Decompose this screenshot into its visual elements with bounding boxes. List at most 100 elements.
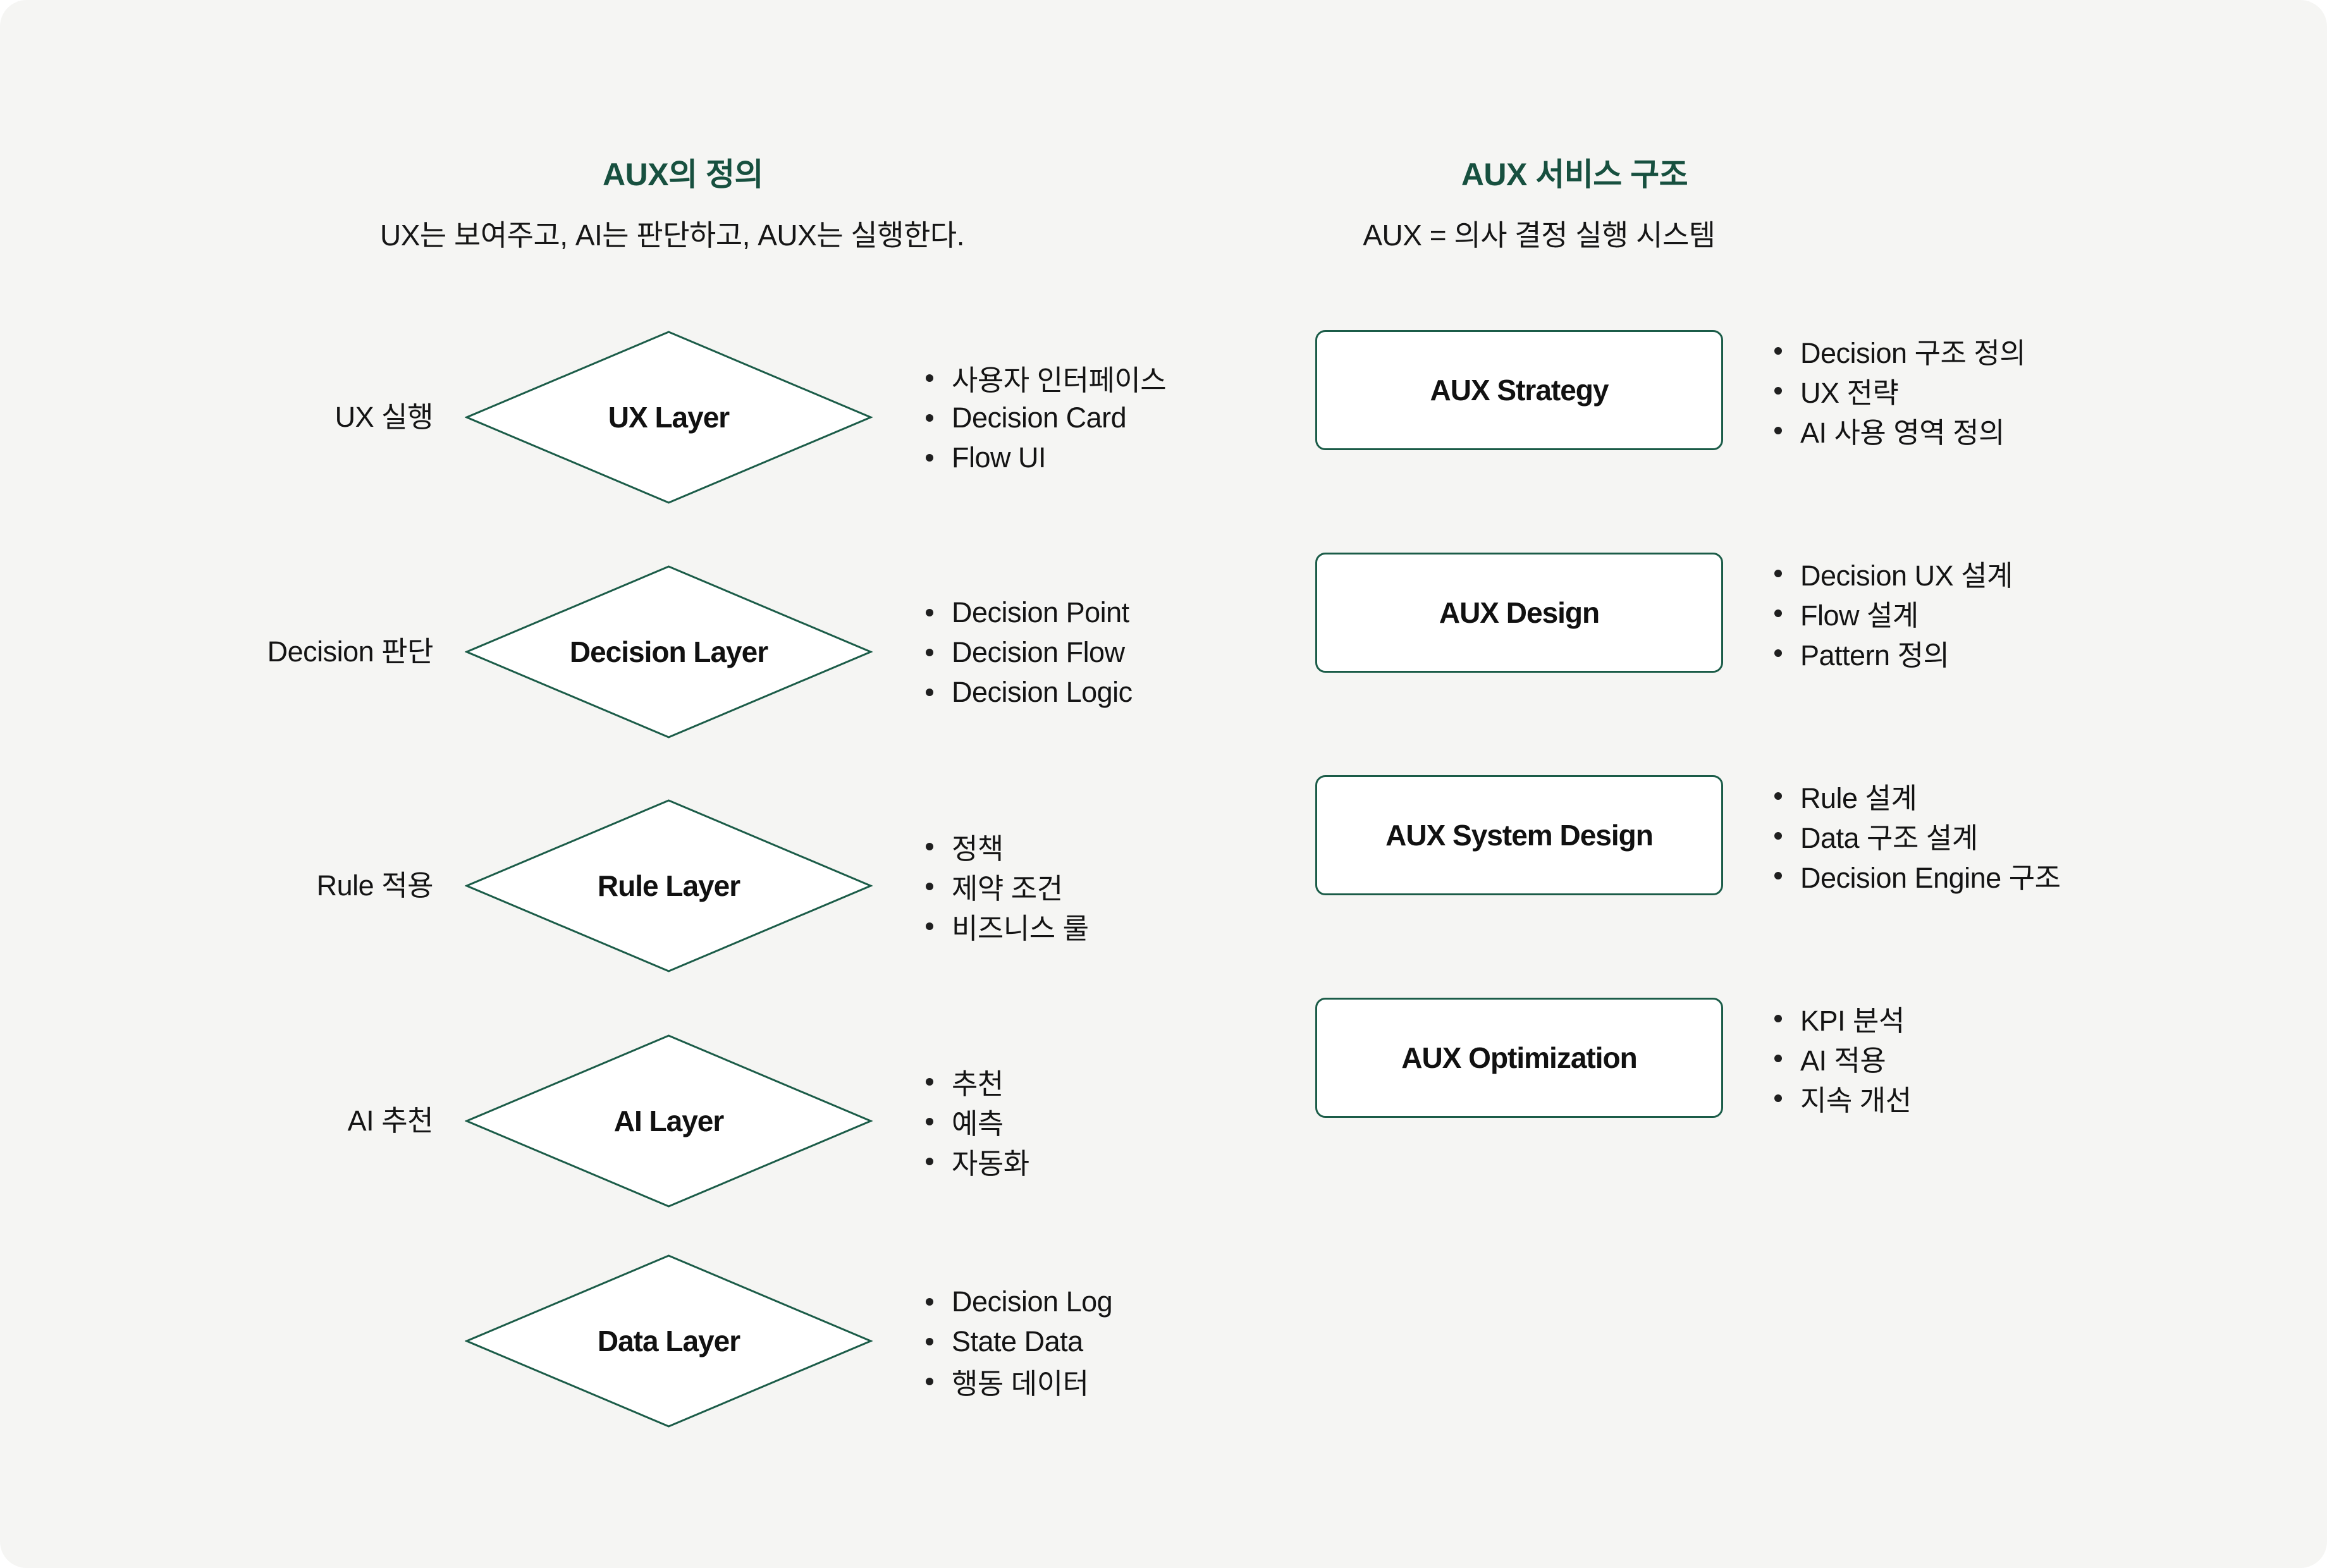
bullet-text: Decision Card bbox=[952, 401, 1127, 434]
stage-box-aux-optimization: AUX Optimization bbox=[1315, 998, 1723, 1118]
list-item: Decision Card bbox=[926, 398, 1166, 438]
bullet-dot-icon bbox=[1774, 792, 1782, 800]
bullet-dot-icon bbox=[1774, 426, 1782, 434]
bullet-text: Decision Logic bbox=[952, 675, 1133, 708]
bullet-text: State Data bbox=[952, 1325, 1083, 1357]
bullet-text: Data 구조 설계 bbox=[1800, 822, 1978, 854]
stage-box-aux-design: AUX Design bbox=[1315, 553, 1723, 673]
bullet-text: Pattern 정의 bbox=[1800, 639, 1949, 671]
list-item: 제약 조건 bbox=[926, 866, 1089, 906]
list-item: Rule 설계 bbox=[1774, 776, 2061, 816]
bullet-text: 자동화 bbox=[952, 1148, 1029, 1180]
bullet-dot-icon bbox=[926, 922, 933, 930]
bullet-dot-icon bbox=[1774, 346, 1782, 355]
bullet-dot-icon bbox=[926, 1157, 933, 1165]
list-item: 자동화 bbox=[926, 1141, 1029, 1181]
stage-box-aux-system-design: AUX System Design bbox=[1315, 775, 1723, 895]
diamond-label: Data Layer bbox=[597, 1325, 740, 1357]
bullet-text: 정책 bbox=[952, 833, 1004, 865]
list-item: AI 사용 영역 정의 bbox=[1774, 410, 2025, 450]
bullet-dot-icon bbox=[926, 413, 933, 422]
diamond-rule-layer: Rule Layer bbox=[465, 799, 873, 973]
list-item: Decision UX 설계 bbox=[1774, 553, 2013, 593]
bullet-dot-icon bbox=[926, 453, 933, 462]
bullet-dot-icon bbox=[926, 882, 933, 890]
bullet-dot-icon bbox=[926, 374, 933, 382]
list-item: Data 구조 설계 bbox=[1774, 816, 2061, 855]
diamond-shape bbox=[465, 565, 873, 738]
right-section-subtitle: AUX = 의사 결정 실행 시스템 bbox=[1363, 219, 1716, 252]
stage-label: AUX System Design bbox=[1385, 819, 1654, 852]
list-item: Decision Log bbox=[926, 1282, 1113, 1321]
list-item: 지속 개선 bbox=[1774, 1078, 1912, 1118]
diamond-shape bbox=[465, 799, 873, 972]
diamond-label: Rule Layer bbox=[597, 869, 740, 902]
bullet-dot-icon bbox=[1774, 1094, 1782, 1102]
bullet-text: KPI 분석 bbox=[1800, 1005, 1905, 1037]
bullet-list-ux: 사용자 인터페이스 Decision Card Flow UI bbox=[926, 358, 1167, 477]
bullet-dot-icon bbox=[926, 1117, 933, 1125]
list-item: KPI 분석 bbox=[1774, 998, 1912, 1038]
list-item: State Data bbox=[926, 1321, 1112, 1361]
list-item: AI 적용 bbox=[1774, 1038, 1912, 1078]
list-item: 행동 데이터 bbox=[926, 1361, 1112, 1401]
bullet-text: UX 전략 bbox=[1800, 377, 1899, 409]
bullet-list-ai: 추천 예측 자동화 bbox=[926, 1062, 1029, 1181]
left-section-title: AUX의 정의 bbox=[603, 157, 763, 192]
bullet-dot-icon bbox=[926, 608, 933, 616]
bullet-text: 사용자 인터페이스 bbox=[952, 364, 1167, 396]
list-item: Flow 설계 bbox=[1774, 593, 2013, 633]
list-item: 비즈니스 룰 bbox=[926, 906, 1089, 946]
list-item: Decision 구조 정의 bbox=[1774, 331, 2026, 371]
list-item: Decision Flow bbox=[926, 632, 1133, 672]
bullet-text: 비즈니스 룰 bbox=[952, 912, 1089, 945]
bullet-dot-icon bbox=[926, 648, 933, 656]
list-item: 추천 bbox=[926, 1062, 1029, 1101]
bullet-text: Rule 설계 bbox=[1800, 782, 1917, 814]
diamond-shape bbox=[465, 1034, 873, 1208]
stage-label: AUX Optimization bbox=[1401, 1041, 1637, 1074]
bullet-list-rule: 정책 제약 조건 비즈니스 룰 bbox=[926, 826, 1089, 946]
bullet-text: Decision Engine 구조 bbox=[1800, 862, 2061, 894]
bullet-list-aux-system-design: Rule 설계 Data 구조 설계 Decision Engine 구조 bbox=[1774, 776, 2061, 895]
bullet-dot-icon bbox=[926, 688, 933, 696]
bullet-text: 행동 데이터 bbox=[952, 1368, 1089, 1400]
bullet-text: Flow UI bbox=[952, 441, 1047, 474]
bullet-list-aux-optimization: KPI 분석 AI 적용 지속 개선 bbox=[1774, 998, 1912, 1118]
side-label-ai: AI 추천 bbox=[347, 1105, 434, 1137]
list-item: Pattern 정의 bbox=[1774, 633, 2013, 673]
diamond-label: AI Layer bbox=[613, 1105, 725, 1137]
list-item: 정책 bbox=[926, 826, 1089, 866]
bullet-text: Decision UX 설계 bbox=[1800, 560, 2013, 592]
list-item: 예측 bbox=[926, 1101, 1029, 1141]
list-item: Decision Logic bbox=[926, 672, 1133, 712]
side-label-ux: UX 실행 bbox=[335, 401, 434, 433]
list-item: Flow UI bbox=[926, 438, 1166, 477]
list-item: UX 전략 bbox=[1774, 371, 2025, 410]
bullet-text: Decision Flow bbox=[952, 635, 1125, 668]
bullet-text: 제약 조건 bbox=[952, 873, 1063, 905]
bullet-dot-icon bbox=[926, 842, 933, 850]
list-item: 사용자 인터페이스 bbox=[926, 358, 1167, 398]
bullet-list-aux-strategy: Decision 구조 정의 UX 전략 AI 사용 영역 정의 bbox=[1774, 331, 2026, 450]
bullet-text: Flow 설계 bbox=[1800, 599, 1919, 632]
bullet-text: 지속 개선 bbox=[1800, 1084, 1912, 1117]
bullet-text: 예측 bbox=[952, 1108, 1004, 1140]
bullet-dot-icon bbox=[926, 1077, 933, 1086]
stage-box-aux-strategy: AUX Strategy bbox=[1315, 330, 1723, 450]
side-label-rule: Rule 적용 bbox=[316, 869, 434, 902]
list-item: Decision Point bbox=[926, 592, 1133, 632]
diamond-shape bbox=[465, 331, 873, 504]
diamond-decision-layer: Decision Layer bbox=[465, 565, 873, 739]
left-section-subtitle: UX는 보여주고, AI는 판단하고, AUX는 실행한다. bbox=[380, 219, 965, 252]
bullet-dot-icon bbox=[926, 1337, 933, 1345]
stage-label: AUX Design bbox=[1439, 596, 1600, 629]
bullet-dot-icon bbox=[1774, 871, 1782, 879]
bullet-list-decision: Decision Point Decision Flow Decision Lo… bbox=[926, 592, 1133, 712]
diamond-label: Decision Layer bbox=[569, 635, 768, 668]
list-item: Decision Engine 구조 bbox=[1774, 855, 2061, 895]
bullet-text: AI 사용 영역 정의 bbox=[1800, 417, 2005, 449]
diamond-data-layer: Data Layer bbox=[465, 1254, 873, 1428]
diamond-shape bbox=[465, 1254, 873, 1428]
